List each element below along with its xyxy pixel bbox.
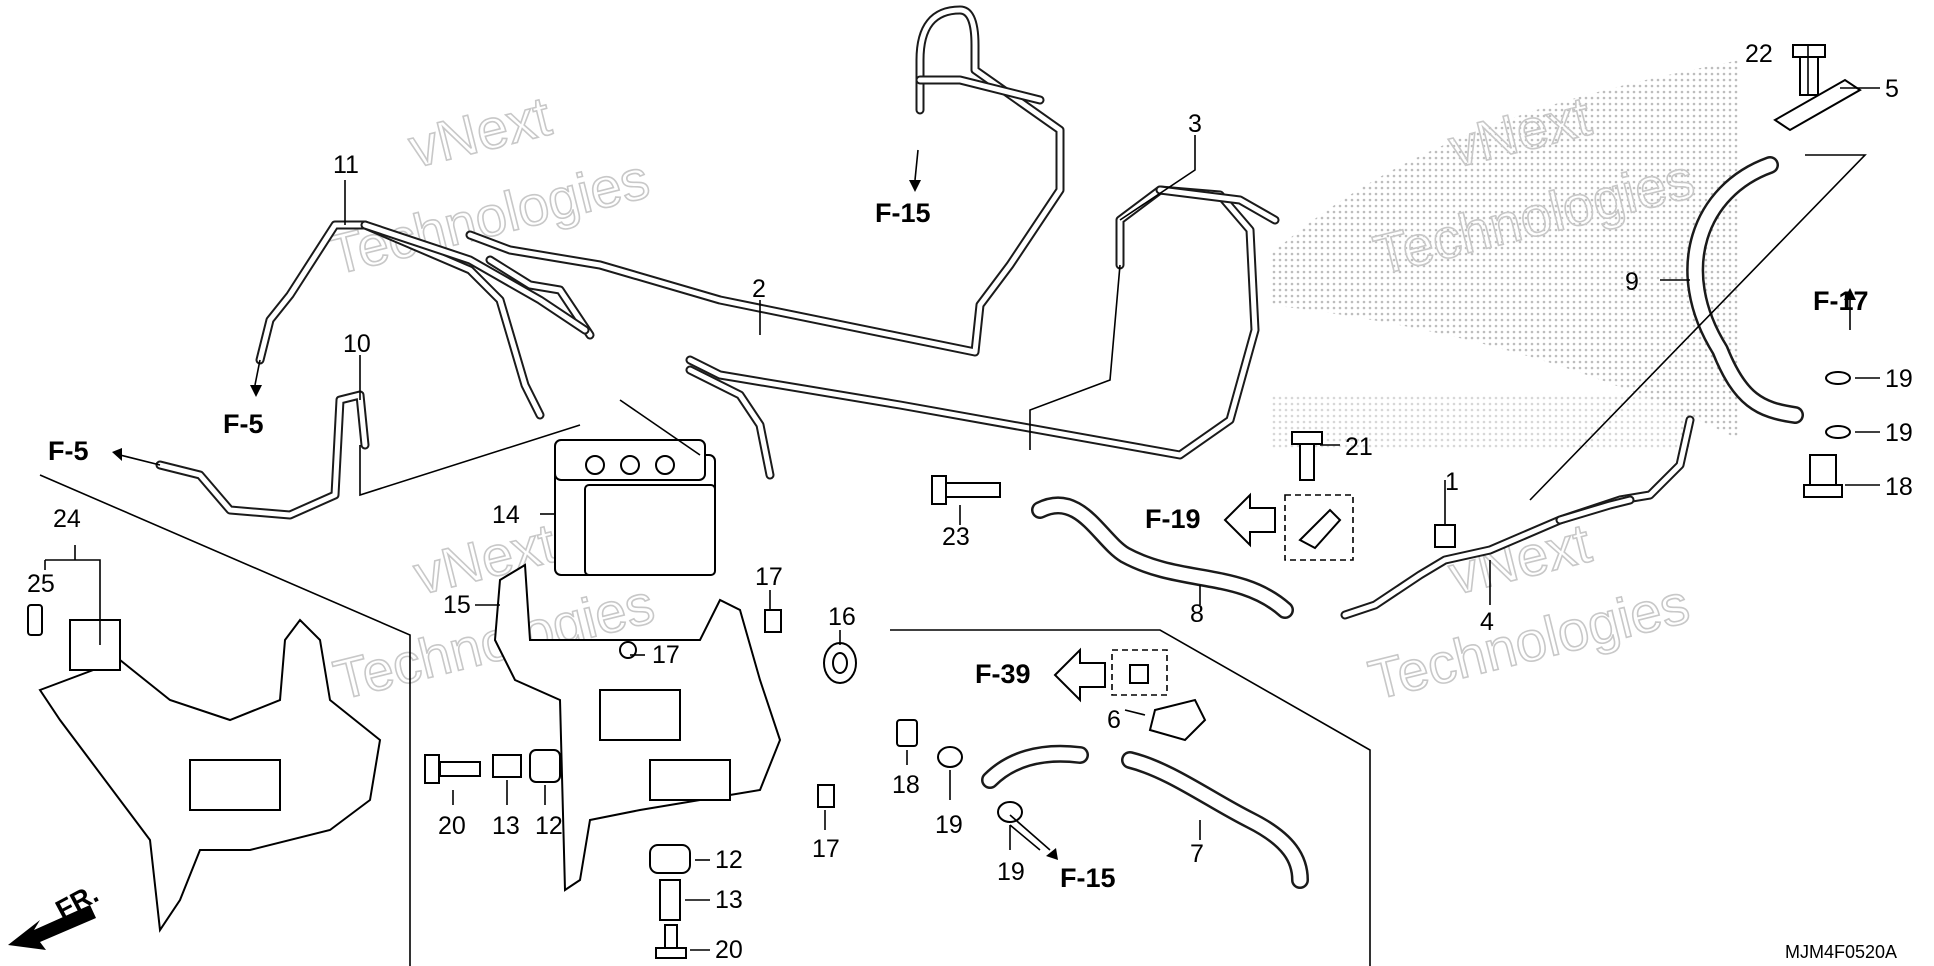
fasteners [27,44,1862,959]
callout-1: 1 [1445,468,1459,496]
callout-13: 13 [492,812,520,840]
callout-8: 8 [1190,600,1204,628]
brake-tubes [155,5,1695,620]
callout-15: 15 [443,591,471,619]
callout-labels: 1 2 3 4 5 6 7 8 9 10 11 12 12 13 13 14 1… [27,40,1913,964]
callout-19-lower-b: 19 [997,858,1025,886]
callout-16: 16 [828,603,856,631]
callout-12-lower: 12 [715,846,743,874]
diagram-code: MJM4F0520A [1785,942,1897,962]
callout-12: 12 [535,812,563,840]
callout-18: 18 [1885,473,1913,501]
callout-10: 10 [343,330,371,358]
section-frames [39,474,1371,966]
callout-24: 24 [53,505,81,533]
ref-f15-top: F-15 [875,198,931,228]
callout-14: 14 [492,501,520,529]
callout-19: 19 [1885,365,1913,393]
callout-17: 17 [755,563,783,591]
ref-f39: F-39 [975,659,1031,689]
watermark-line1: vNext [408,511,563,607]
watermark-line2: Technologies [1363,571,1695,711]
callout-9: 9 [1625,268,1639,296]
reference-arrows [112,149,1856,860]
f39-hollow-arrow [1053,647,1106,703]
callout-23: 23 [942,523,970,551]
callout-11: 11 [333,151,359,179]
callout-25: 25 [27,570,55,598]
callout-19-lower: 19 [935,811,963,839]
ref-f5-top: F-5 [223,409,264,439]
lower-bracket [38,618,382,933]
callout-6: 6 [1107,706,1121,734]
callout-4: 4 [1480,608,1494,636]
ref-f15-bottom: F-15 [1060,863,1116,893]
callout-5: 5 [1885,75,1899,103]
callout-20: 20 [438,812,466,840]
callout-20-lower: 20 [715,936,743,964]
abs-modulator [554,439,716,576]
ref-f17: F-17 [1813,286,1869,316]
brand-logo-watermark [1270,60,1740,450]
callout-2: 2 [752,275,766,303]
callout-17-mid: 17 [652,641,680,669]
front-direction-arrow: FR. [8,878,103,950]
leader-lines [44,46,1880,951]
callout-17-lower: 17 [812,835,840,863]
ref-f19: F-19 [1145,504,1201,534]
callout-18-lower: 18 [892,771,920,799]
callout-7: 7 [1190,840,1204,868]
brake-hoses [981,156,1804,889]
f19-hollow-arrow [1223,492,1276,548]
reference-labels: F-5 F-5 F-15 F-15 F-17 F-19 F-39 [48,198,1869,893]
ref-f5-left: F-5 [48,436,89,466]
watermark-line1: vNext [403,84,558,180]
callout-19-b: 19 [1885,419,1913,447]
callout-3: 3 [1188,110,1202,138]
callout-22: 22 [1745,40,1773,68]
callout-13-lower: 13 [715,886,743,914]
modulator-bracket [493,563,782,892]
callout-21: 21 [1345,433,1373,461]
